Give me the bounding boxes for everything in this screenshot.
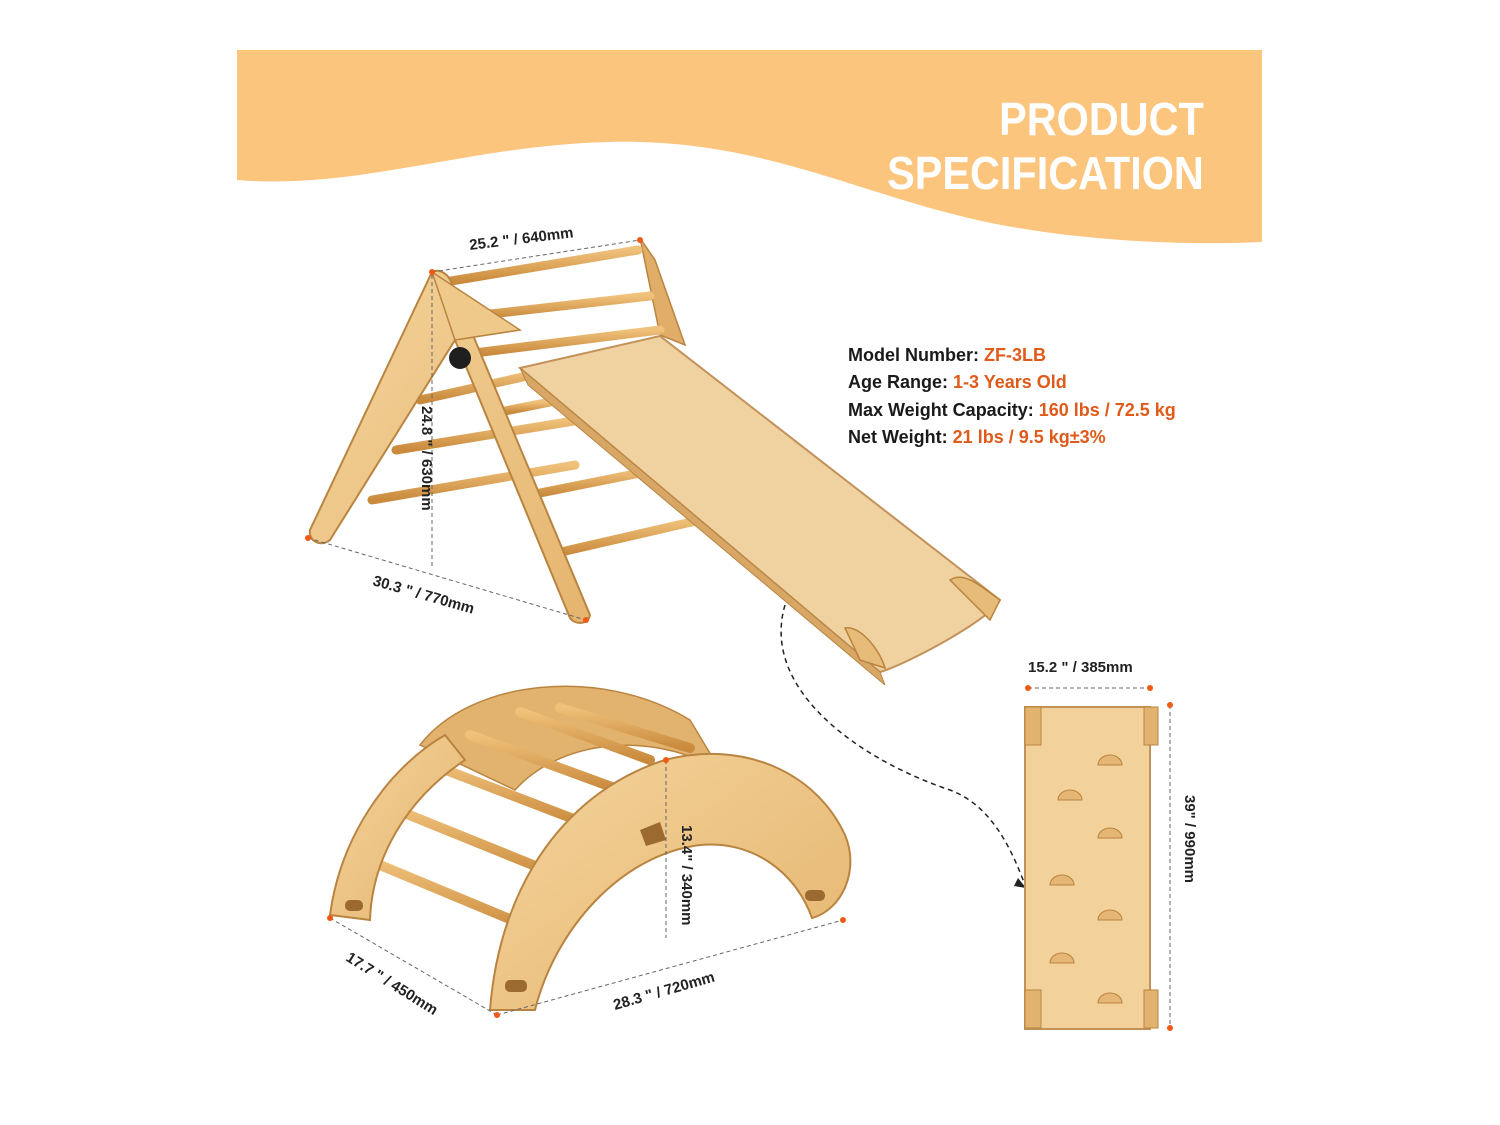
ramp-board: 15.2 " / 385mm 39" / 990mm xyxy=(1024,659,1198,1031)
spec-value: 21 lbs / 9.5 kg±3% xyxy=(952,426,1106,447)
knob-icon xyxy=(449,347,471,369)
spec-label: Max Weight Capacity: xyxy=(848,399,1039,420)
spec-value: 160 lbs / 72.5 kg xyxy=(1038,399,1176,420)
dim-arch-depth: 17.7 " / 450mm xyxy=(343,949,441,1019)
spec-value: 1-3 Years Old xyxy=(953,372,1067,393)
arrow-head-icon xyxy=(1014,878,1026,888)
spec-model-number: Model Number: ZF-3LB xyxy=(848,342,1176,369)
arrow-connector xyxy=(780,604,1026,886)
triangle-climber: 25.2 " / 640mm 24.8 " / 630mm 30.3 " / 7… xyxy=(305,224,1002,686)
dim-triangle-height: 24.8 " / 630mm xyxy=(418,406,435,511)
dim-triangle-top: 25.2 " / 640mm xyxy=(468,224,574,254)
dim-arch-height: 13.4" / 340mm xyxy=(678,825,695,926)
spec-label: Age Range: xyxy=(848,372,954,393)
arch-climber: 13.4" / 340mm 17.7 " / 450mm 28.3 " / 72… xyxy=(327,685,852,1019)
spec-label: Net Weight: xyxy=(848,426,953,447)
spec-net-weight: Net Weight: 21 lbs / 9.5 kg±3% xyxy=(848,424,1176,451)
dim-ramp-width: 15.2 " / 385mm xyxy=(1028,659,1133,676)
spec-list: Model Number: ZF-3LB Age Range: 1-3 Year… xyxy=(848,342,1176,451)
dim-ramp-length: 39" / 990mm xyxy=(1181,795,1198,883)
spec-max-weight: Max Weight Capacity: 160 lbs / 72.5 kg xyxy=(848,397,1176,424)
page-title-line2: SPECIFICATION xyxy=(887,147,1204,199)
page-title: PRODUCT SPECIFICATION xyxy=(887,92,1204,200)
page-title-line1: PRODUCT xyxy=(999,93,1204,145)
header-banner xyxy=(237,50,1262,250)
dim-arch-length: 28.3 " / 720mm xyxy=(611,969,716,1014)
slide-board xyxy=(517,334,1002,674)
spec-value: ZF-3LB xyxy=(984,345,1047,365)
climbing-holds xyxy=(1049,754,1123,1004)
spec-age-range: Age Range: 1-3 Years Old xyxy=(848,369,1176,396)
spec-label: Model Number: xyxy=(848,345,985,365)
dim-triangle-base: 30.3 " / 770mm xyxy=(371,573,476,618)
